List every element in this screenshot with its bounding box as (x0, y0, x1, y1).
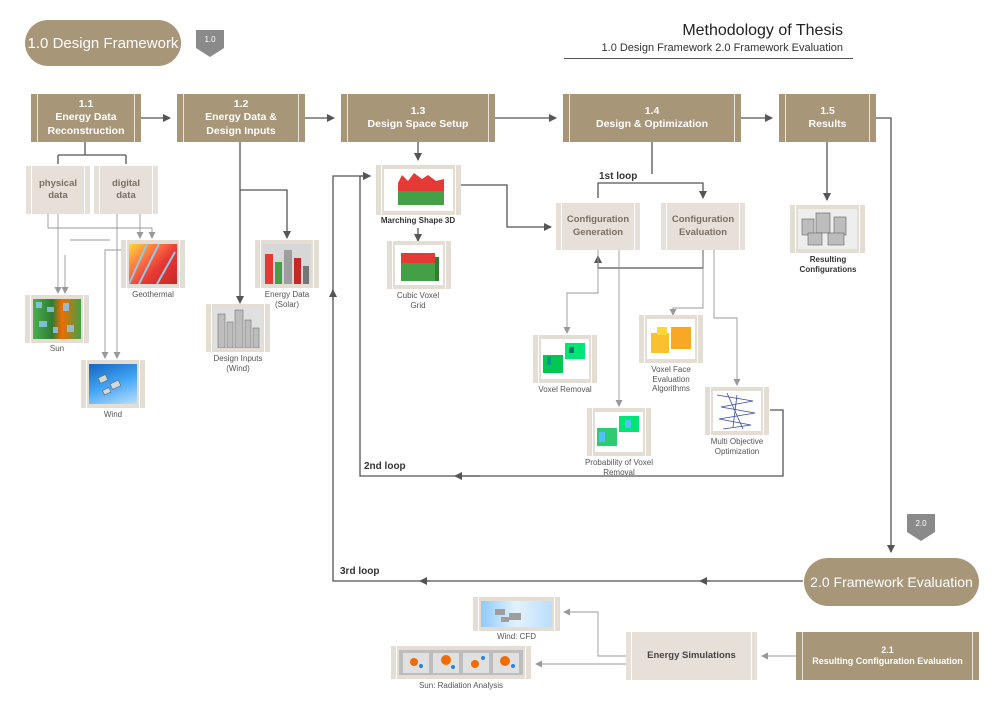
step-1-1-box: 1.1 Energy Data Reconstruction (31, 94, 141, 142)
wind-thumb (81, 360, 145, 408)
page-subtitle: 1.0 Design Framework 2.0 Framework Evalu… (601, 42, 843, 54)
wind-caption: Wind (103, 410, 123, 419)
step-1-5-box: 1.5 Results (779, 94, 876, 142)
step-title: Energy Data & Design Inputs (205, 111, 277, 137)
probability-removal-image (595, 412, 643, 452)
title-rule (564, 58, 853, 59)
step-title: Energy Data Reconstruction (47, 111, 125, 137)
geothermal-thumb (121, 240, 185, 288)
probability-removal-caption: Probability of Voxel Removal (584, 458, 654, 477)
badge-2-0: 2.0 (905, 512, 937, 542)
sun-radiation-image (399, 650, 523, 675)
cubic-voxel-image (395, 245, 443, 285)
step-2-1-box: 2.1 Resulting Configuration Evaluation (796, 632, 979, 680)
step-num: 2.1 (881, 644, 894, 655)
resulting-configurations-caption: Resulting Configurations (799, 255, 857, 274)
step-num: 1.4 (644, 104, 660, 117)
probability-removal-thumb (587, 408, 651, 456)
voxel-removal-caption: Voxel Removal (538, 385, 592, 394)
design-wind-image (214, 308, 262, 348)
energy-solar-caption: Energy Data (Solar) (264, 290, 310, 309)
step-title: Design Space Setup (367, 118, 469, 130)
third-loop-label: 3rd loop (340, 566, 380, 577)
digital-data-box: digital data (94, 166, 158, 214)
step-title: Results (808, 118, 847, 130)
step-1-4-box: 1.4 Design & Optimization (563, 94, 741, 142)
wind-cfd-thumb (473, 597, 560, 631)
sun-radiation-caption: Sun: Radiation Analysis (418, 681, 504, 690)
energy-simulations-box: Energy Simulations (626, 632, 757, 680)
step-1-2-box: 1.2 Energy Data & Design Inputs (177, 94, 305, 142)
voxel-removal-image (541, 339, 589, 379)
design-wind-thumb (206, 304, 270, 352)
wind-cfd-caption: Wind: CFD (496, 632, 537, 641)
step-num: 1.5 (820, 104, 835, 117)
sun-radiation-thumb (391, 646, 531, 679)
multi-objective-image (713, 391, 761, 431)
voxel-face-caption: Voxel Face Evaluation Algorithms (651, 365, 691, 394)
sun-caption: Sun (49, 344, 65, 353)
cubic-voxel-thumb (387, 241, 451, 289)
step-num: 1.3 (410, 104, 426, 117)
design-framework-pill: 1.0 Design Framework (25, 20, 181, 66)
resulting-configurations-image (798, 209, 857, 249)
marching-shape-caption: Marching Shape 3D (380, 216, 456, 225)
first-loop-label: 1st loop (599, 171, 638, 182)
marching-shape-image (384, 169, 453, 211)
step-num: 1.2 (233, 98, 249, 111)
marching-shape-thumb (376, 165, 461, 215)
step-1-3-box: 1.3 Design Space Setup (341, 94, 495, 142)
energy-solar-thumb (255, 240, 319, 288)
geothermal-image (129, 244, 177, 284)
sun-image (33, 299, 81, 339)
multi-objective-thumb (705, 387, 769, 435)
badge-1-0: 1.0 (194, 28, 226, 58)
framework-evaluation-pill: 2.0 Framework Evaluation (804, 558, 979, 606)
page-title: Methodology of Thesis (682, 22, 843, 39)
step-title: Resulting Configuration Evaluation (812, 656, 963, 666)
wind-image (89, 364, 137, 404)
step-num: 1.1 (78, 98, 94, 111)
voxel-face-thumb (639, 315, 703, 363)
resulting-configurations-thumb (790, 205, 865, 253)
energy-solar-image (263, 244, 311, 284)
configuration-generation-box: Configuration Generation (556, 203, 640, 250)
design-wind-caption: Design Inputs (Wind) (213, 354, 263, 373)
voxel-face-image (647, 319, 695, 359)
second-loop-label: 2nd loop (364, 461, 406, 472)
sun-thumb (25, 295, 89, 343)
cubic-voxel-caption: Cubic Voxel Grid (396, 291, 440, 310)
step-title: Design & Optimization (595, 118, 708, 130)
configuration-evaluation-box: Configuration Evaluation (661, 203, 745, 250)
wind-cfd-image (481, 601, 552, 627)
physical-data-box: physical data (26, 166, 90, 214)
voxel-removal-thumb (533, 335, 597, 383)
multi-objective-caption: Multi Objective Optimization (710, 437, 764, 456)
geothermal-caption: Geothermal (132, 290, 174, 299)
